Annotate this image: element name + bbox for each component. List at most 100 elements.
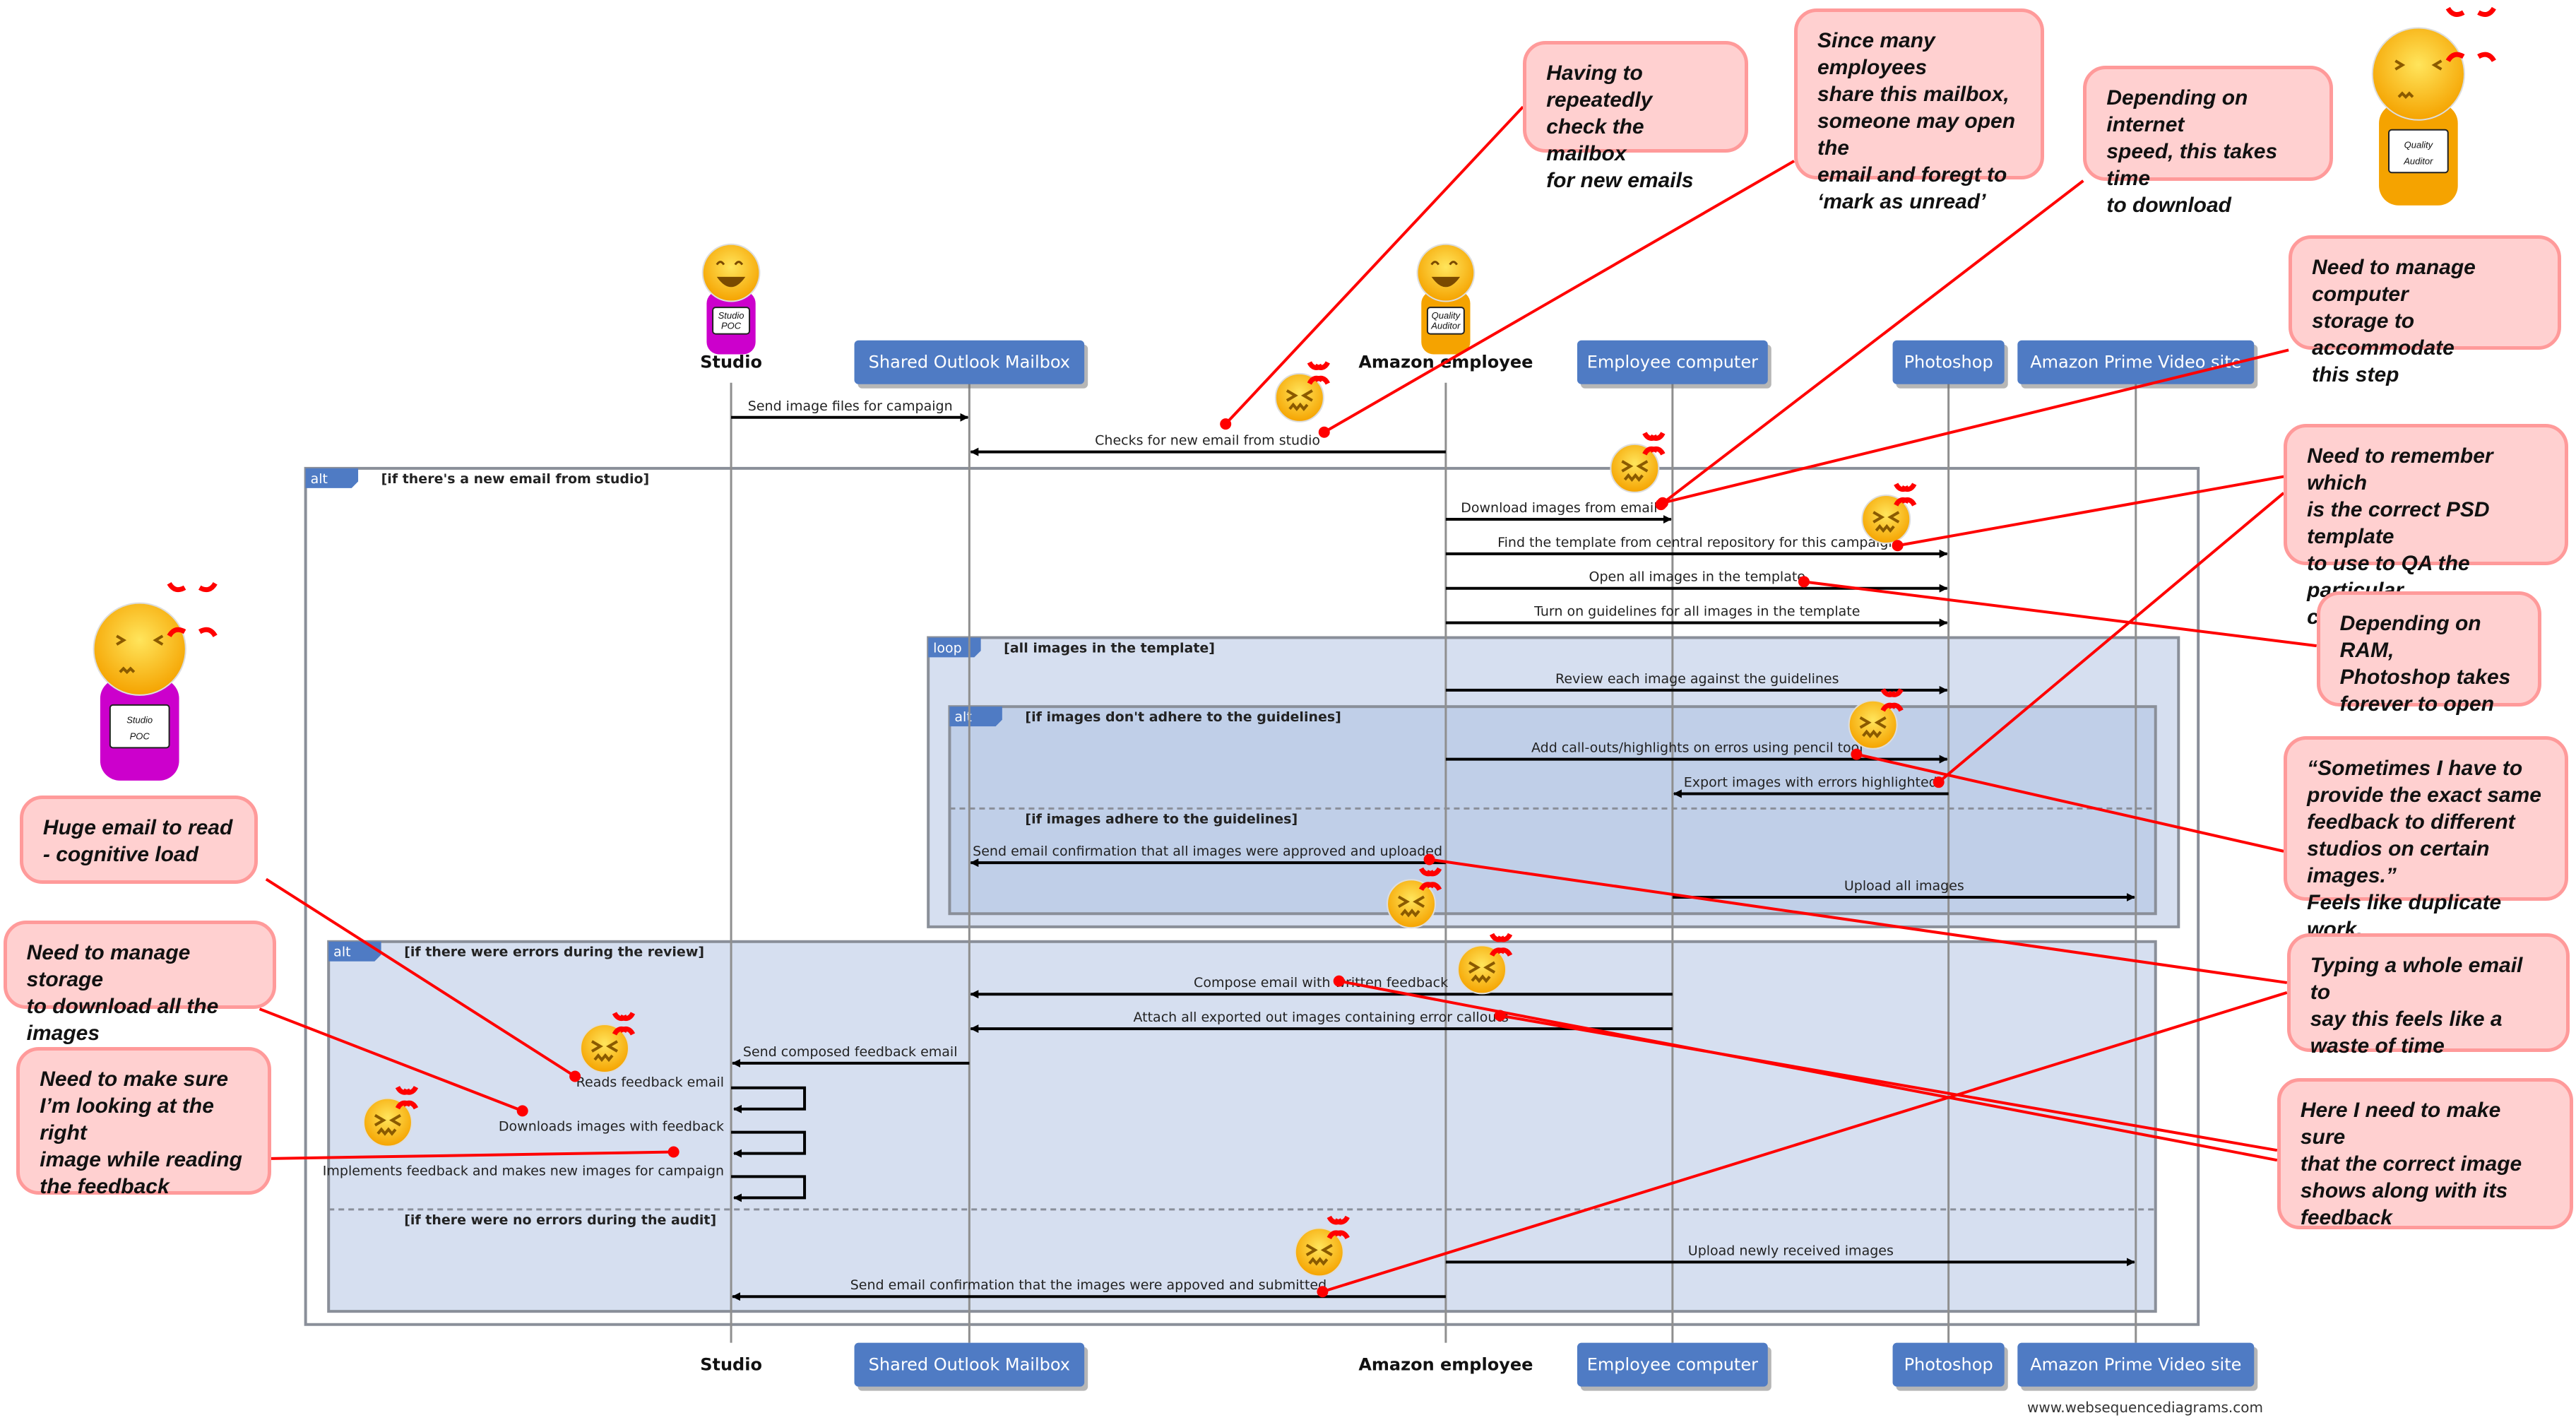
callout-anchor-dot [1494,1010,1506,1022]
message: Reads feedback email [576,1075,807,1113]
pain-point-callout: Here I need to make sure that the correc… [2277,1077,2573,1229]
callout-connector-line [1224,105,1524,425]
callout-anchor-dot [1333,975,1345,987]
badge-text: Studio [126,714,153,725]
callout-anchor-dot [516,1105,528,1117]
anger-symbol-icon [1880,688,1904,712]
participant-label: Shared Outlook Mailbox [869,1355,1070,1375]
face-features [1398,895,1425,918]
callout-connector-line [259,1007,523,1113]
frame-guard: [if there's a new email from studio] [381,471,650,487]
participant-computer-bottom[interactable]: Employee computer [1577,1342,1771,1391]
participant-studio-top[interactable]: Studio [700,353,762,372]
callout-anchor-dot [1656,497,1668,509]
message: Send email confirmation that all images … [970,844,1446,868]
callout-connector-line [1322,991,2288,1294]
anger-symbol-icon [395,1085,419,1110]
callout-anchor-dot [1220,418,1232,430]
callout-connector-line [1660,179,2084,506]
callout-connector-line [1856,752,2284,853]
callout-connector-line [1897,475,2284,548]
face-features [1286,389,1313,412]
badge-text: Quality [2404,139,2434,150]
face-smile [716,276,746,288]
message-label: Implements feedback and makes new images… [323,1163,724,1178]
face-features [1305,1243,1333,1266]
message: Send email confirmation that the images … [732,1277,1446,1301]
face-eyes [716,261,744,266]
frustrated-face-icon [579,1012,636,1073]
badge-text: Studio [718,310,744,321]
message-label: Send email confirmation that all images … [973,844,1442,859]
message-label: Open all images in the template [1589,569,1806,585]
callout-anchor-dot [1318,426,1330,438]
message-label: Attach all exported out images containin… [1133,1010,1508,1025]
callout-anchor-dot [1798,576,1810,588]
message: Send image files for campaign [731,398,969,422]
participant-label: Employee computer [1587,1355,1758,1375]
self-message-arrow [731,1130,807,1158]
participant-box [1577,340,1768,384]
participant-mailbox-bottom[interactable]: Shared Outlook Mailbox [854,1342,1088,1391]
callout-anchor-dot [1317,1286,1329,1298]
message: Download images from email [1445,500,1672,524]
pain-point-callout: “Sometimes I have to provide the exact s… [2284,736,2568,941]
pain-point-callout: Need to remember which is the correct PS… [2284,424,2568,629]
participant-label: Studio [700,1355,762,1375]
pain-point-callout: Depending on RAM, Photoshop takes foreve… [2316,591,2542,716]
badge [109,704,170,749]
participant-box [1892,340,2005,384]
pain-point-callout: Having to repeatedly check the mailbox f… [1523,41,1748,192]
callout-anchor-dot [1933,776,1945,788]
face-circle [1457,945,1507,995]
badge-text: Quality [1432,310,1461,321]
participant-mailbox-top[interactable]: Shared Outlook Mailbox [854,340,1088,389]
frame-tag [328,941,381,962]
participant-studio-bottom[interactable]: Studio [700,1355,762,1375]
frame-else-guard: [if images adhere to the guidelines] [1025,811,1298,827]
callout-connector-line [1662,348,2289,504]
face-circle [579,1023,629,1073]
callout-connector-line [1500,1014,2278,1152]
badge [2388,129,2449,174]
anger-symbol-icon [612,1012,636,1036]
frustrated-face-icon [362,1085,419,1147]
frustrated-face-icon [1848,688,1904,750]
message-label: Compose email with written feedback [1194,975,1448,991]
frame-tag [305,468,359,488]
participant-photoshop-bottom[interactable]: Photoshop [1892,1342,2008,1391]
frustrated-face-icon [1294,1215,1350,1277]
badge-text: Auditor [1430,320,1461,331]
participant-photoshop-top[interactable]: Photoshop [1892,340,2008,389]
badge-text: Auditor [2403,156,2433,167]
message: Implements feedback and makes new images… [323,1163,807,1202]
anger-symbol-icon [1642,432,1666,456]
participant-prime-top[interactable]: Amazon Prime Video site [2017,340,2258,389]
face-circle [1274,372,1324,422]
frame-type-label: alt [311,471,328,487]
callout-anchor-dot [1851,748,1863,760]
frame-border [948,705,2157,916]
participant-employee-bottom[interactable]: Amazon employee [1358,1355,1533,1375]
badge-text: POC [130,731,150,742]
watermark[interactable]: www.websequencediagrams.com [2027,1399,2263,1416]
face-features [1859,716,1887,738]
frame-guard: [all images in the template] [1004,640,1215,656]
message-label: Turn on guidelines for all images in the… [1533,604,1860,620]
callout-connector-line [1429,858,2288,984]
participant-prime-bottom[interactable]: Amazon Prime Video site [2017,1342,2258,1391]
face-circle [1294,1227,1344,1277]
face-circle [1861,495,1911,545]
message: Attach all exported out images containin… [970,1010,1673,1034]
anger-symbol-icon [1489,933,1513,957]
participant-computer-top[interactable]: Employee computer [1577,340,1771,389]
message-label: Upload all images [1844,878,1964,894]
participant-label: Photoshop [1904,353,1993,372]
frustrated-face-icon [1274,361,1330,422]
anger-symbol-icon [1894,483,1917,507]
message: Checks for new email from studio [970,433,1446,456]
face-smile [1431,276,1461,288]
message: Upload newly received images [1445,1243,2135,1267]
